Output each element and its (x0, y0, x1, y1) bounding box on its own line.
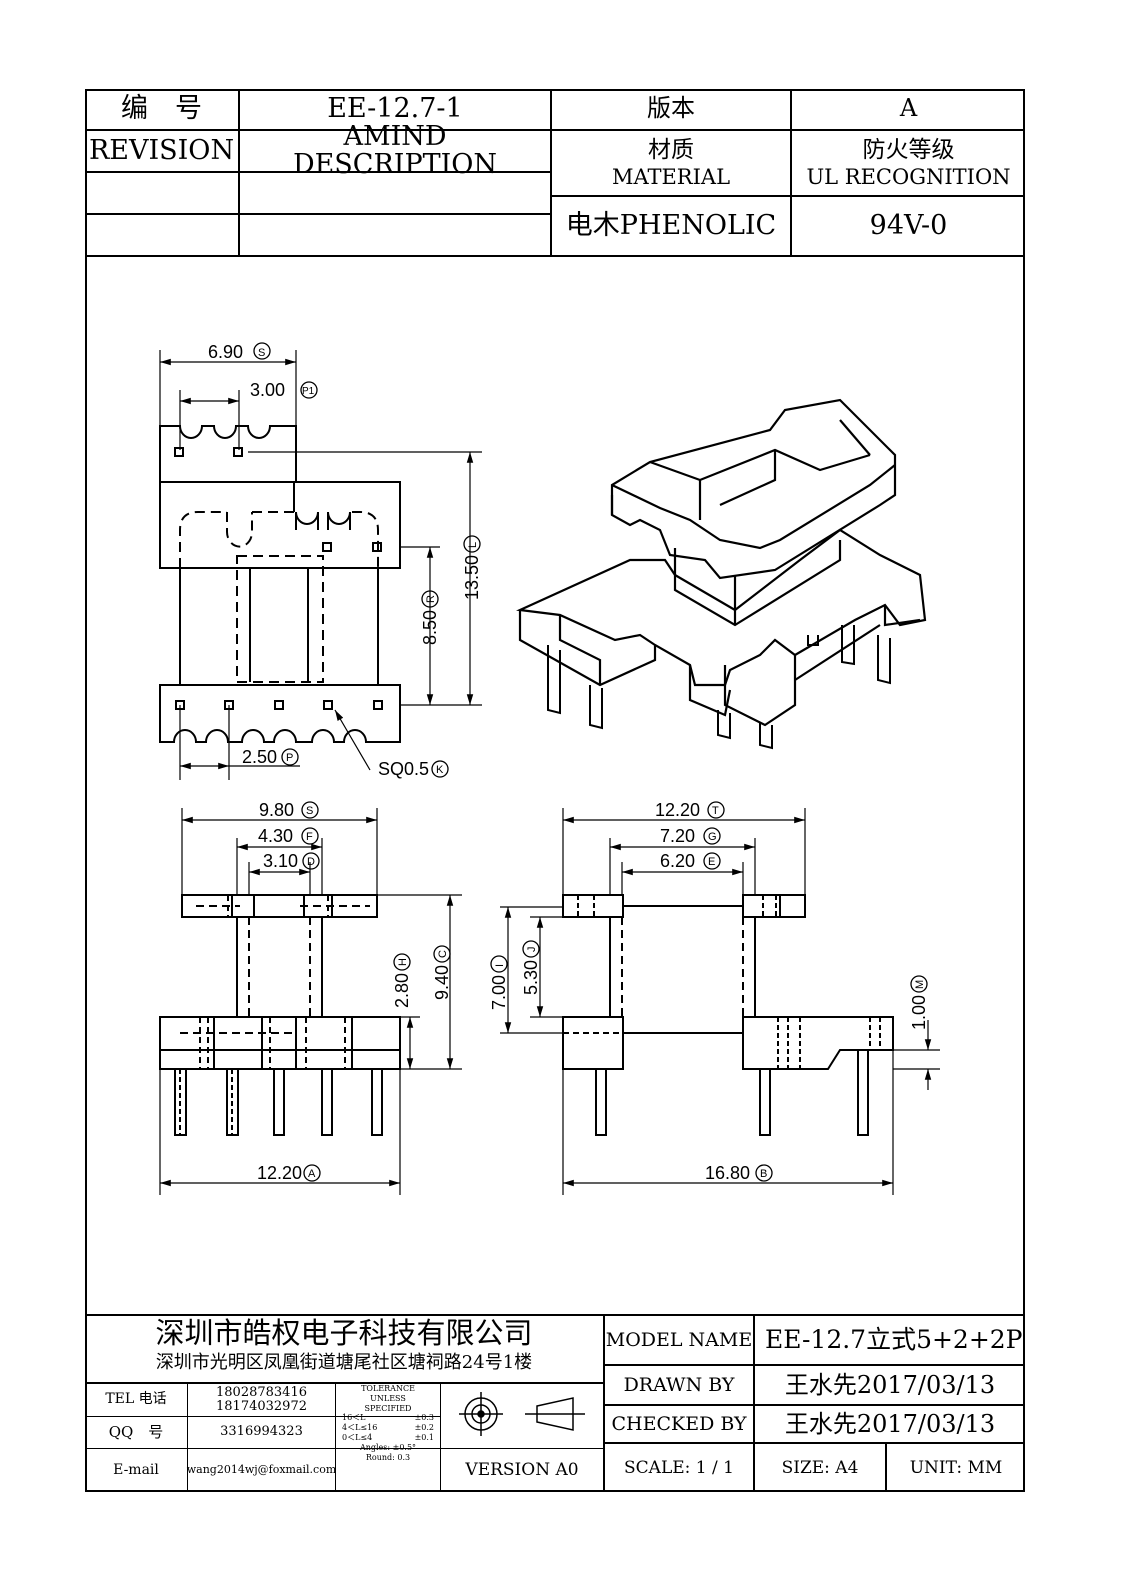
title-header-table: 编 号 EE-12.7-1 版本 A REVISION AMIND DESCRI… (85, 89, 1025, 257)
dim-side-g: 7.20 (660, 826, 695, 846)
ul-recognition-label: 防火等级 UL RECOGNITION (792, 131, 1025, 195)
tolerance-title-3: SPECIFIED (364, 1403, 412, 1413)
mark-m: M (914, 980, 926, 989)
tolerance-block: TOLERANCE UNLESS SPECIFIED 16＜L ±0.3 4＜L≤… (336, 1384, 440, 1492)
mark-p1: P1 (302, 386, 315, 397)
dim-side-j: 5.30 (521, 960, 541, 995)
isometric-view (516, 398, 927, 750)
company-address: 深圳市光明区凤凰街道塘尾社区塘祠路24号1楼 (155, 1352, 533, 1374)
dim-front-d: 3.10 (263, 851, 298, 871)
mark-a: A (308, 1168, 316, 1180)
scale-label: SCALE: 1 / 1 (624, 1457, 734, 1478)
code-label: 编 号 (121, 92, 202, 124)
material-label-en: MATERIAL (611, 165, 731, 190)
front-view (159, 808, 462, 1195)
mark-g: G (708, 831, 717, 843)
drawing-frame (85, 89, 1025, 1492)
dim-side-e: 6.20 (660, 851, 695, 871)
tol-range-3: 0＜L≤4 (342, 1432, 373, 1442)
dim-side-b: 16.80 (705, 1163, 750, 1183)
dim-front-h: 2.80 (392, 973, 412, 1008)
model-name-value: EE-12.7立式5+2+2P (765, 1325, 1023, 1355)
tel-values: 18028783416 18174032972 (188, 1384, 335, 1416)
mark-e: E (708, 856, 715, 868)
mark-h: H (397, 958, 409, 966)
mark-s2: S (306, 805, 313, 817)
dim-top-height: 13.50 (462, 555, 482, 600)
dim-front-a: 12.20 (257, 1163, 302, 1183)
dim-pin-size: SQ0.5 (378, 759, 429, 779)
code-value: EE-12.7-1 (327, 92, 463, 124)
mark-s: S (258, 347, 265, 359)
top-view (159, 350, 482, 780)
side-view (500, 808, 940, 1195)
company-name: 深圳市皓权电子科技有限公司 (155, 1316, 533, 1351)
ul-label-cn: 防火等级 (862, 136, 955, 163)
checked-by-label: CHECKED BY (611, 1412, 747, 1435)
dim-side-m: 1.00 (909, 995, 929, 1030)
title-block: 深圳市皓权电子科技有限公司 深圳市光明区凤凰街道塘尾社区塘祠路24号1楼 TEL… (85, 1314, 1025, 1492)
dim-side-i: 7.00 (489, 975, 509, 1010)
mark-b: B (760, 1168, 767, 1180)
dim-side-t: 12.20 (655, 800, 700, 820)
material-value: 电木PHENOLIC (565, 209, 777, 241)
model-name-label: MODEL NAME (605, 1328, 753, 1351)
ul-value: 94V-0 (869, 209, 948, 241)
projection-symbol-icon (459, 1392, 585, 1436)
version-a0: VERSION A0 (465, 1460, 579, 1481)
qq-value: 3316994323 (220, 1424, 303, 1440)
mark-r: R (425, 595, 437, 603)
email-label: E-mail (113, 1461, 159, 1478)
tel-value-1: 18028783416 (216, 1384, 307, 1400)
drawn-by-label: DRAWN BY (623, 1373, 735, 1396)
email-value: wang2014wj@foxmail.com (186, 1463, 337, 1477)
version-value: A (899, 94, 918, 123)
dim-front-f: 4.30 (258, 826, 293, 846)
version-label: 版本 (647, 94, 695, 123)
unit-label: UNIT: MM (909, 1457, 1003, 1478)
tel-label: TEL 电话 (105, 1391, 167, 1408)
checked-by-value: 王水先2017/03/13 (784, 1409, 996, 1438)
tol-range-1: 16＜L (342, 1413, 366, 1423)
material-label: 材质 MATERIAL (552, 131, 790, 195)
revision-label: REVISION (88, 134, 235, 166)
drawn-by-value: 王水先2017/03/13 (784, 1370, 996, 1399)
tolerance-round: Round: 0.3 (365, 1452, 411, 1462)
mark-k: K (436, 764, 444, 776)
mark-p: P (286, 752, 293, 764)
dim-top-inner: 8.50 (420, 610, 440, 645)
material-label-cn: 材质 (648, 136, 694, 163)
mark-f: F (306, 831, 313, 843)
mark-j: J (526, 947, 538, 953)
size-label: SIZE: A4 (781, 1457, 859, 1478)
mark-d: D (307, 856, 315, 868)
dim-top-width: 6.90 (208, 342, 243, 362)
tolerance-title-2: UNLESS (370, 1393, 406, 1403)
tol-val-3: ±0.1 (414, 1432, 434, 1442)
tol-val-2: ±0.2 (414, 1423, 434, 1433)
tel-value-2: 18174032972 (216, 1399, 307, 1414)
ul-label-en: UL RECOGNITION (806, 165, 1011, 190)
qq-label: QQ 号 (108, 1423, 164, 1442)
dim-top-pitch-p1: 3.00 (250, 380, 285, 400)
tol-range-2: 4＜L≤16 (342, 1423, 378, 1433)
tol-val-1: ±0.3 (414, 1413, 434, 1423)
dim-front-s: 9.80 (259, 800, 294, 820)
tolerance-title-1: TOLERANCE (361, 1384, 415, 1393)
mark-t: T (712, 805, 719, 817)
tolerance-angles: Angles: ±0.5° (359, 1442, 417, 1452)
mark-c: C (437, 950, 449, 958)
mark-l: L (467, 542, 479, 548)
dim-front-c: 9.40 (432, 965, 452, 1000)
mark-i: I (494, 964, 506, 967)
dim-top-pitch-p: 2.50 (242, 747, 277, 767)
